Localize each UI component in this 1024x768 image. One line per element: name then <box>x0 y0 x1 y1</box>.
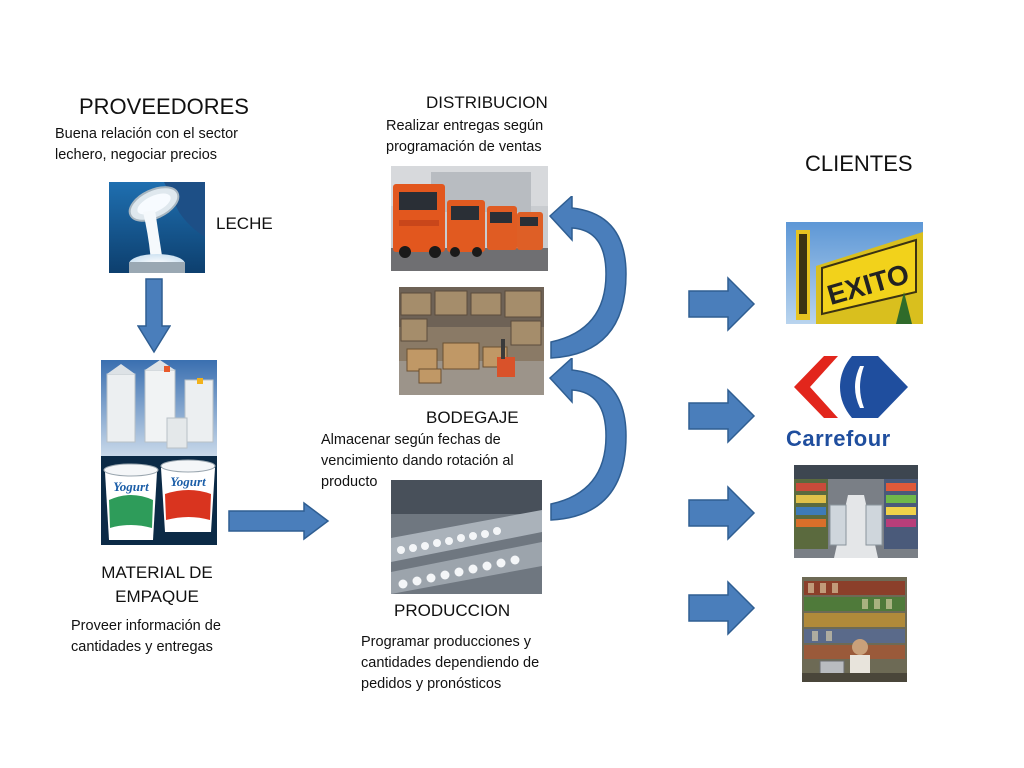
right-arrow-icon <box>688 485 756 541</box>
right-arrow-icon <box>688 388 756 444</box>
minimarket-image <box>794 465 918 558</box>
clientes-title: CLIENTES <box>805 151 913 176</box>
yogurt-label-left: Yogurt <box>113 479 149 494</box>
right-arrow-icon <box>228 501 330 541</box>
distribucion-title: DISTRIBUCION <box>426 93 548 112</box>
produccion-title: PRODUCCION <box>394 601 511 620</box>
warehouse-image <box>399 287 544 395</box>
proveedores-title: PROVEEDORES <box>79 94 249 119</box>
milk-pouring-image <box>109 182 205 273</box>
curved-arrow-icon <box>548 358 628 522</box>
distribucion-description: Realizar entregas según programación de … <box>386 118 544 155</box>
neighborhood-store-image <box>802 577 907 682</box>
carrefour-logo: Carrefour <box>786 354 916 454</box>
proveedores-description: Buena relación con el sector lechero, ne… <box>55 126 238 163</box>
bodegaje-description: Almacenar según fechas de vencimiento da… <box>321 432 514 490</box>
material-description: Proveer información de cantidades y entr… <box>71 618 221 655</box>
right-arrow-icon <box>688 580 756 636</box>
material-title: MATERIAL DE EMPAQUE <box>101 563 213 606</box>
carrefour-wordmark: Carrefour <box>786 426 891 451</box>
produccion-description: Programar producciones y cantidades depe… <box>361 634 540 692</box>
down-arrow-icon <box>137 278 171 354</box>
bodegaje-title: BODEGAJE <box>426 408 519 427</box>
right-arrow-icon <box>688 276 756 332</box>
trucks-image <box>391 166 548 271</box>
packaging-material-image: Yogurt Yogurt <box>101 360 217 545</box>
leche-label: LECHE <box>216 214 273 233</box>
production-line-image <box>391 480 542 594</box>
exito-store-image: EXITO <box>786 222 923 324</box>
curved-arrow-icon <box>548 196 628 360</box>
yogurt-label-right: Yogurt <box>170 474 206 489</box>
